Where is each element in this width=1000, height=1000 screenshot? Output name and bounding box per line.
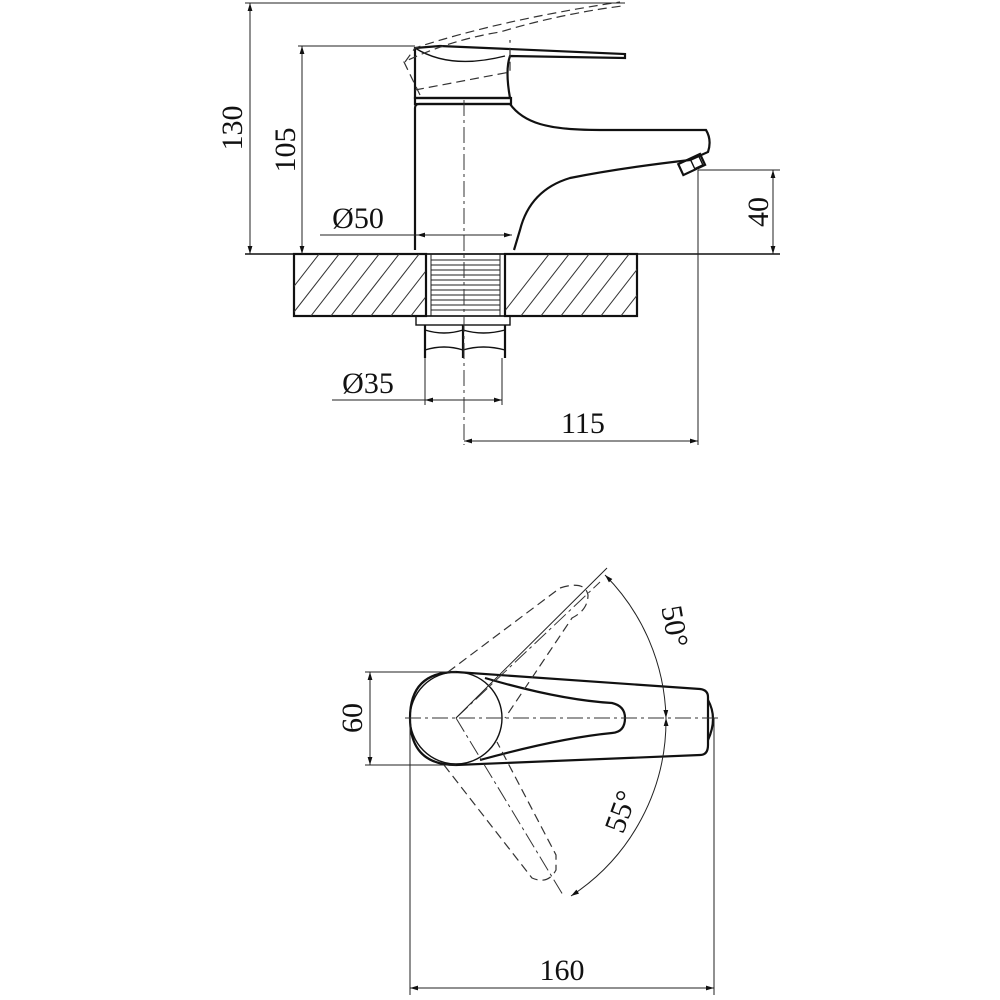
top-view: 50° 55° 60 160: [336, 567, 720, 995]
dim-spout-reach: 115: [561, 407, 605, 440]
counter-slab: [292, 252, 639, 318]
dimension-160: 160: [409, 718, 715, 995]
dimension-115: 115: [464, 170, 699, 445]
dimension-105: 105: [269, 45, 415, 254]
dim-shank-diameter: Ø35: [342, 367, 394, 400]
dim-angle-up: 50°: [654, 603, 694, 650]
dim-total-length: 160: [540, 954, 585, 987]
lever-ghost-up: [447, 584, 589, 719]
threaded-shank: [415, 253, 511, 358]
faucet-body: [403, 1, 711, 251]
dim-body-diameter: Ø50: [332, 202, 384, 235]
dim-angle-down: 55°: [598, 786, 643, 837]
dim-spout-height: 40: [742, 197, 775, 227]
lever-end-knob: [706, 699, 715, 741]
dimension-d50: Ø50: [320, 202, 512, 238]
dim-body-height: 105: [269, 128, 302, 173]
dimension-d35: Ø35: [332, 358, 503, 405]
rot-axis-up: [455, 581, 601, 719]
lever-ghost-down: [443, 741, 557, 881]
dimension-40: 40: [698, 169, 780, 254]
angle-arc: 50° 55°: [455, 567, 694, 897]
side-view: 130 105 Ø50 40 Ø35: [216, 1, 780, 445]
dim-handle-width: 60: [336, 703, 369, 733]
dimension-130: 130: [216, 2, 625, 254]
dim-total-height: 130: [216, 106, 249, 151]
rot-axis-down: [455, 717, 564, 896]
